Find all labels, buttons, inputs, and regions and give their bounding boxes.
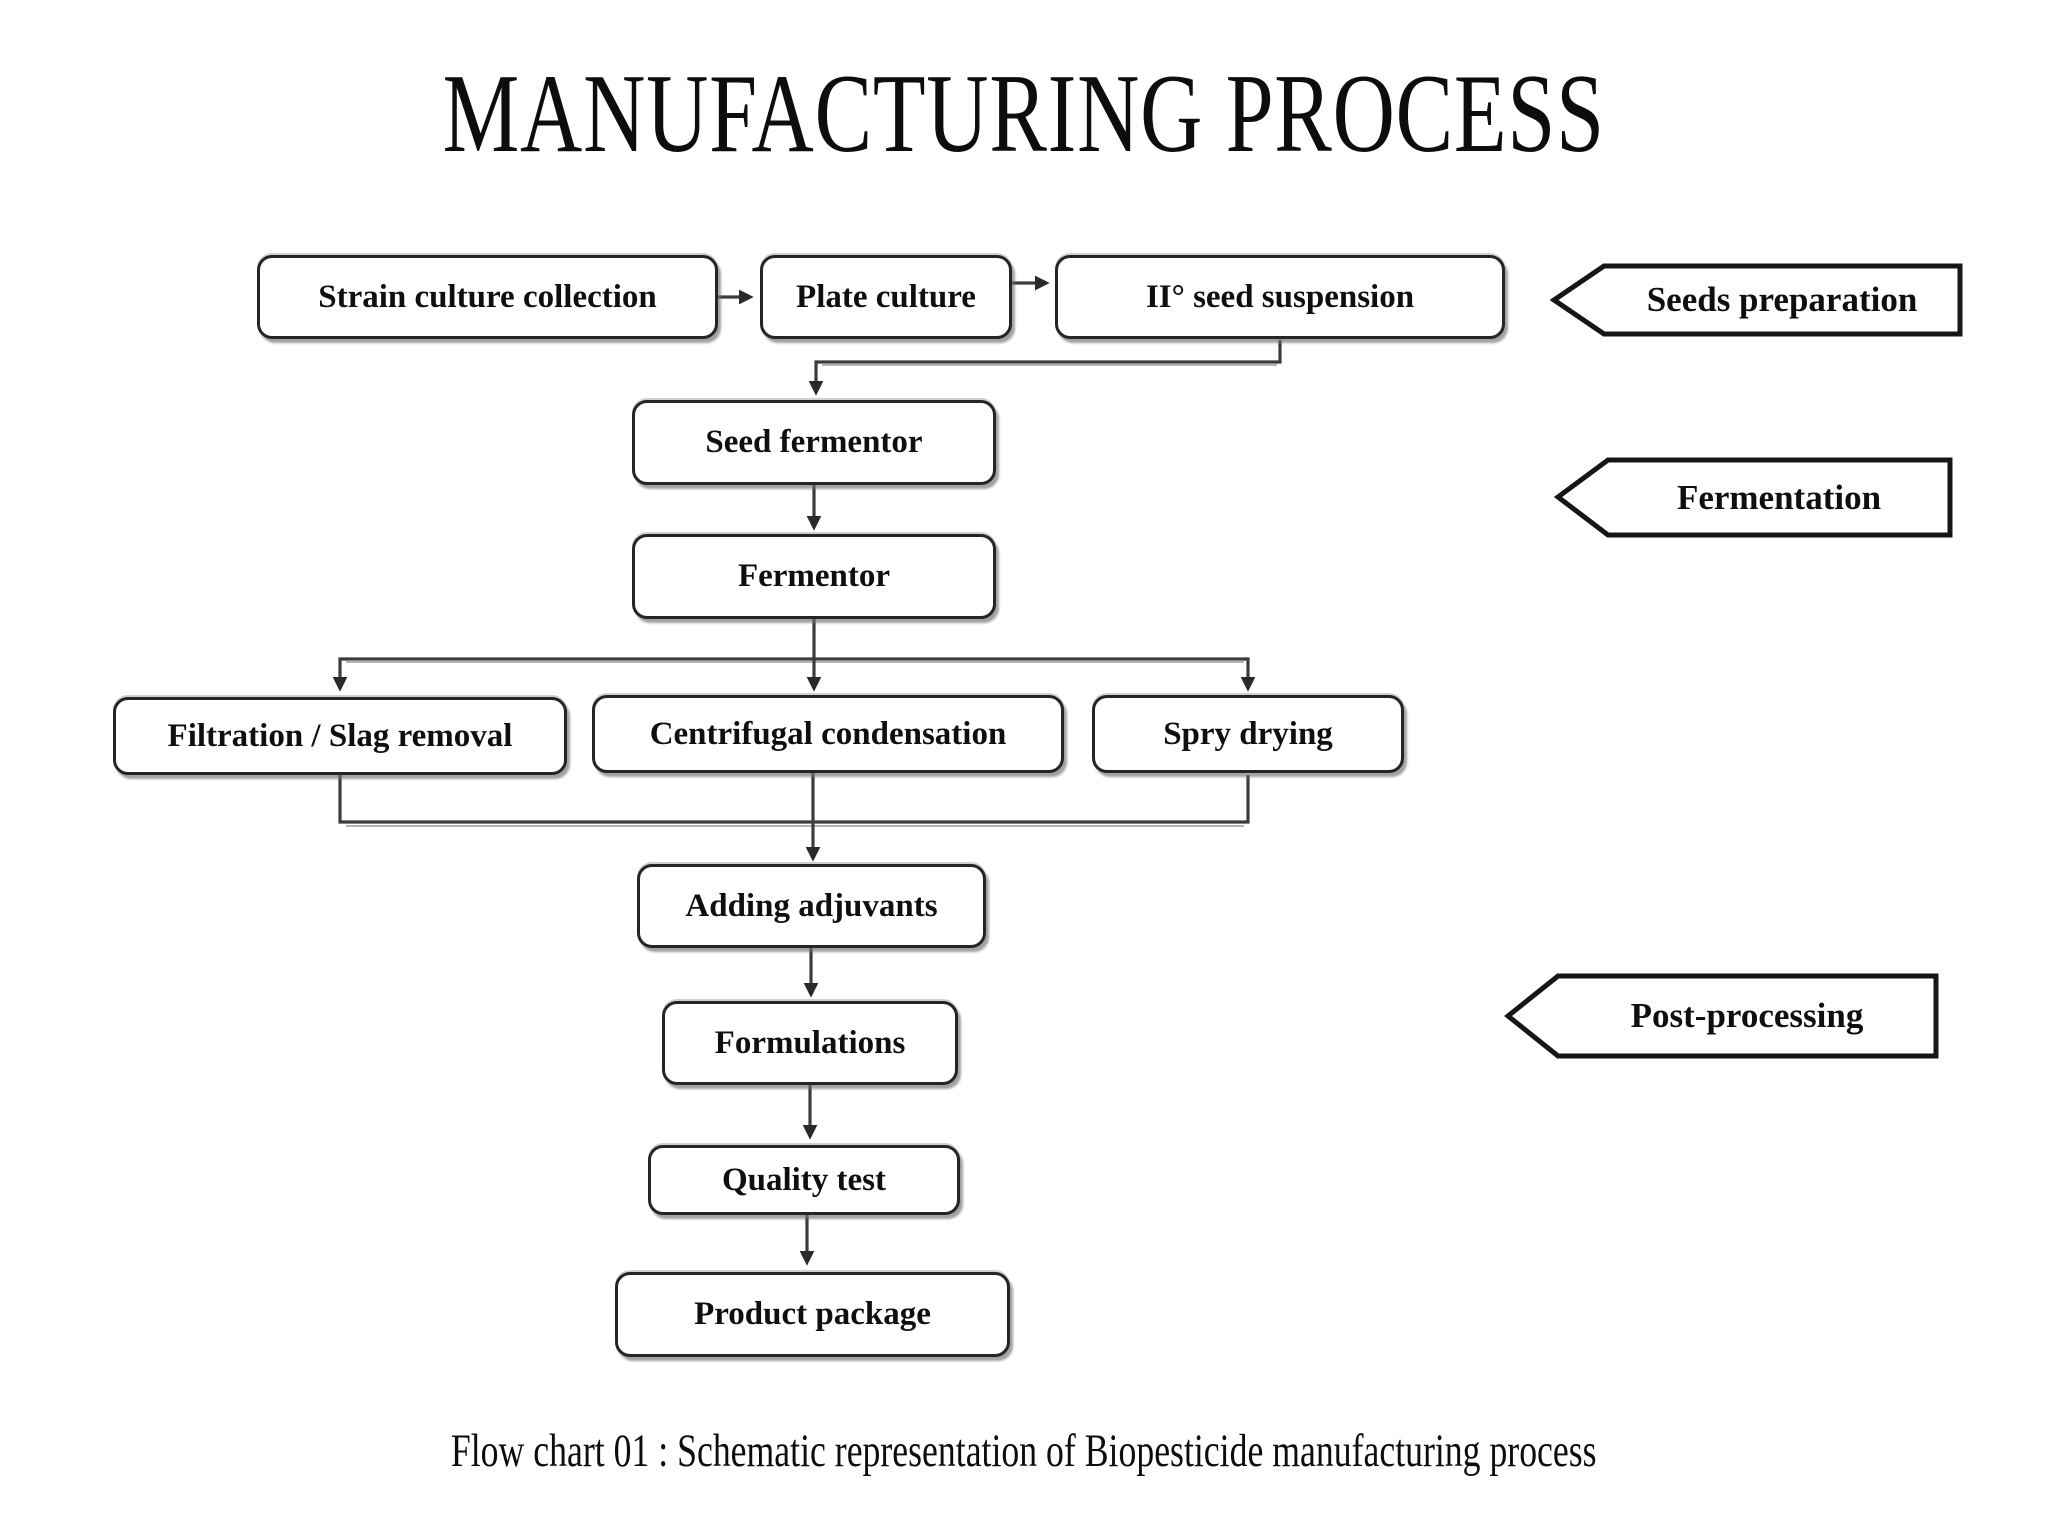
flow-node-seed-suspension: II° seed suspension [1055, 255, 1505, 339]
flow-node-quality-test: Quality test [648, 1145, 960, 1215]
stage-arrow-fermentation [1553, 457, 1953, 538]
figure-caption-text: Flow chart 01 : Schematic representation… [451, 1425, 1597, 1477]
stage-label-seeds-preparation: Seeds preparation [1646, 280, 1918, 319]
stage-label-post-processing: Post-processing [1630, 996, 1864, 1035]
flow-node-filtration-slag-removal: Filtration / Slag removal [113, 697, 567, 775]
connector-seed-suspension-to-seed-fermentor [808, 340, 1282, 396]
page-title: MANUFACTURING PROCESS [0, 58, 2048, 170]
stage-label-fermentation: Fermentation [1676, 477, 1882, 517]
figure-caption: Flow chart 01 : Schematic representation… [0, 1428, 2048, 1475]
flow-node-seed-fermentor: Seed fermentor [632, 400, 996, 485]
flow-node-plate-culture: Plate culture [760, 255, 1012, 339]
flow-node-adding-adjuvants: Adding adjuvants [637, 864, 986, 948]
stage-arrow-seeds-preparation [1549, 263, 1963, 337]
connector-rejoin-bus [338, 775, 1250, 824]
flow-node-product-package: Product package [615, 1272, 1010, 1357]
flow-node-strain-culture-collection: Strain culture collection [257, 255, 718, 339]
stage-arrow-post-processing [1503, 973, 1939, 1059]
connector-split-to-filtration [332, 657, 814, 692]
flow-node-centrifugal-condensation: Centrifugal condensation [592, 695, 1064, 773]
page-title-text: MANUFACTURING PROCESS [442, 52, 1606, 176]
flow-node-fermentor: Fermentor [632, 534, 996, 619]
flow-node-formulations: Formulations [662, 1001, 958, 1085]
flow-node-spry-drying: Spry drying [1092, 695, 1404, 773]
connector-split-to-spry-drying [814, 657, 1256, 692]
